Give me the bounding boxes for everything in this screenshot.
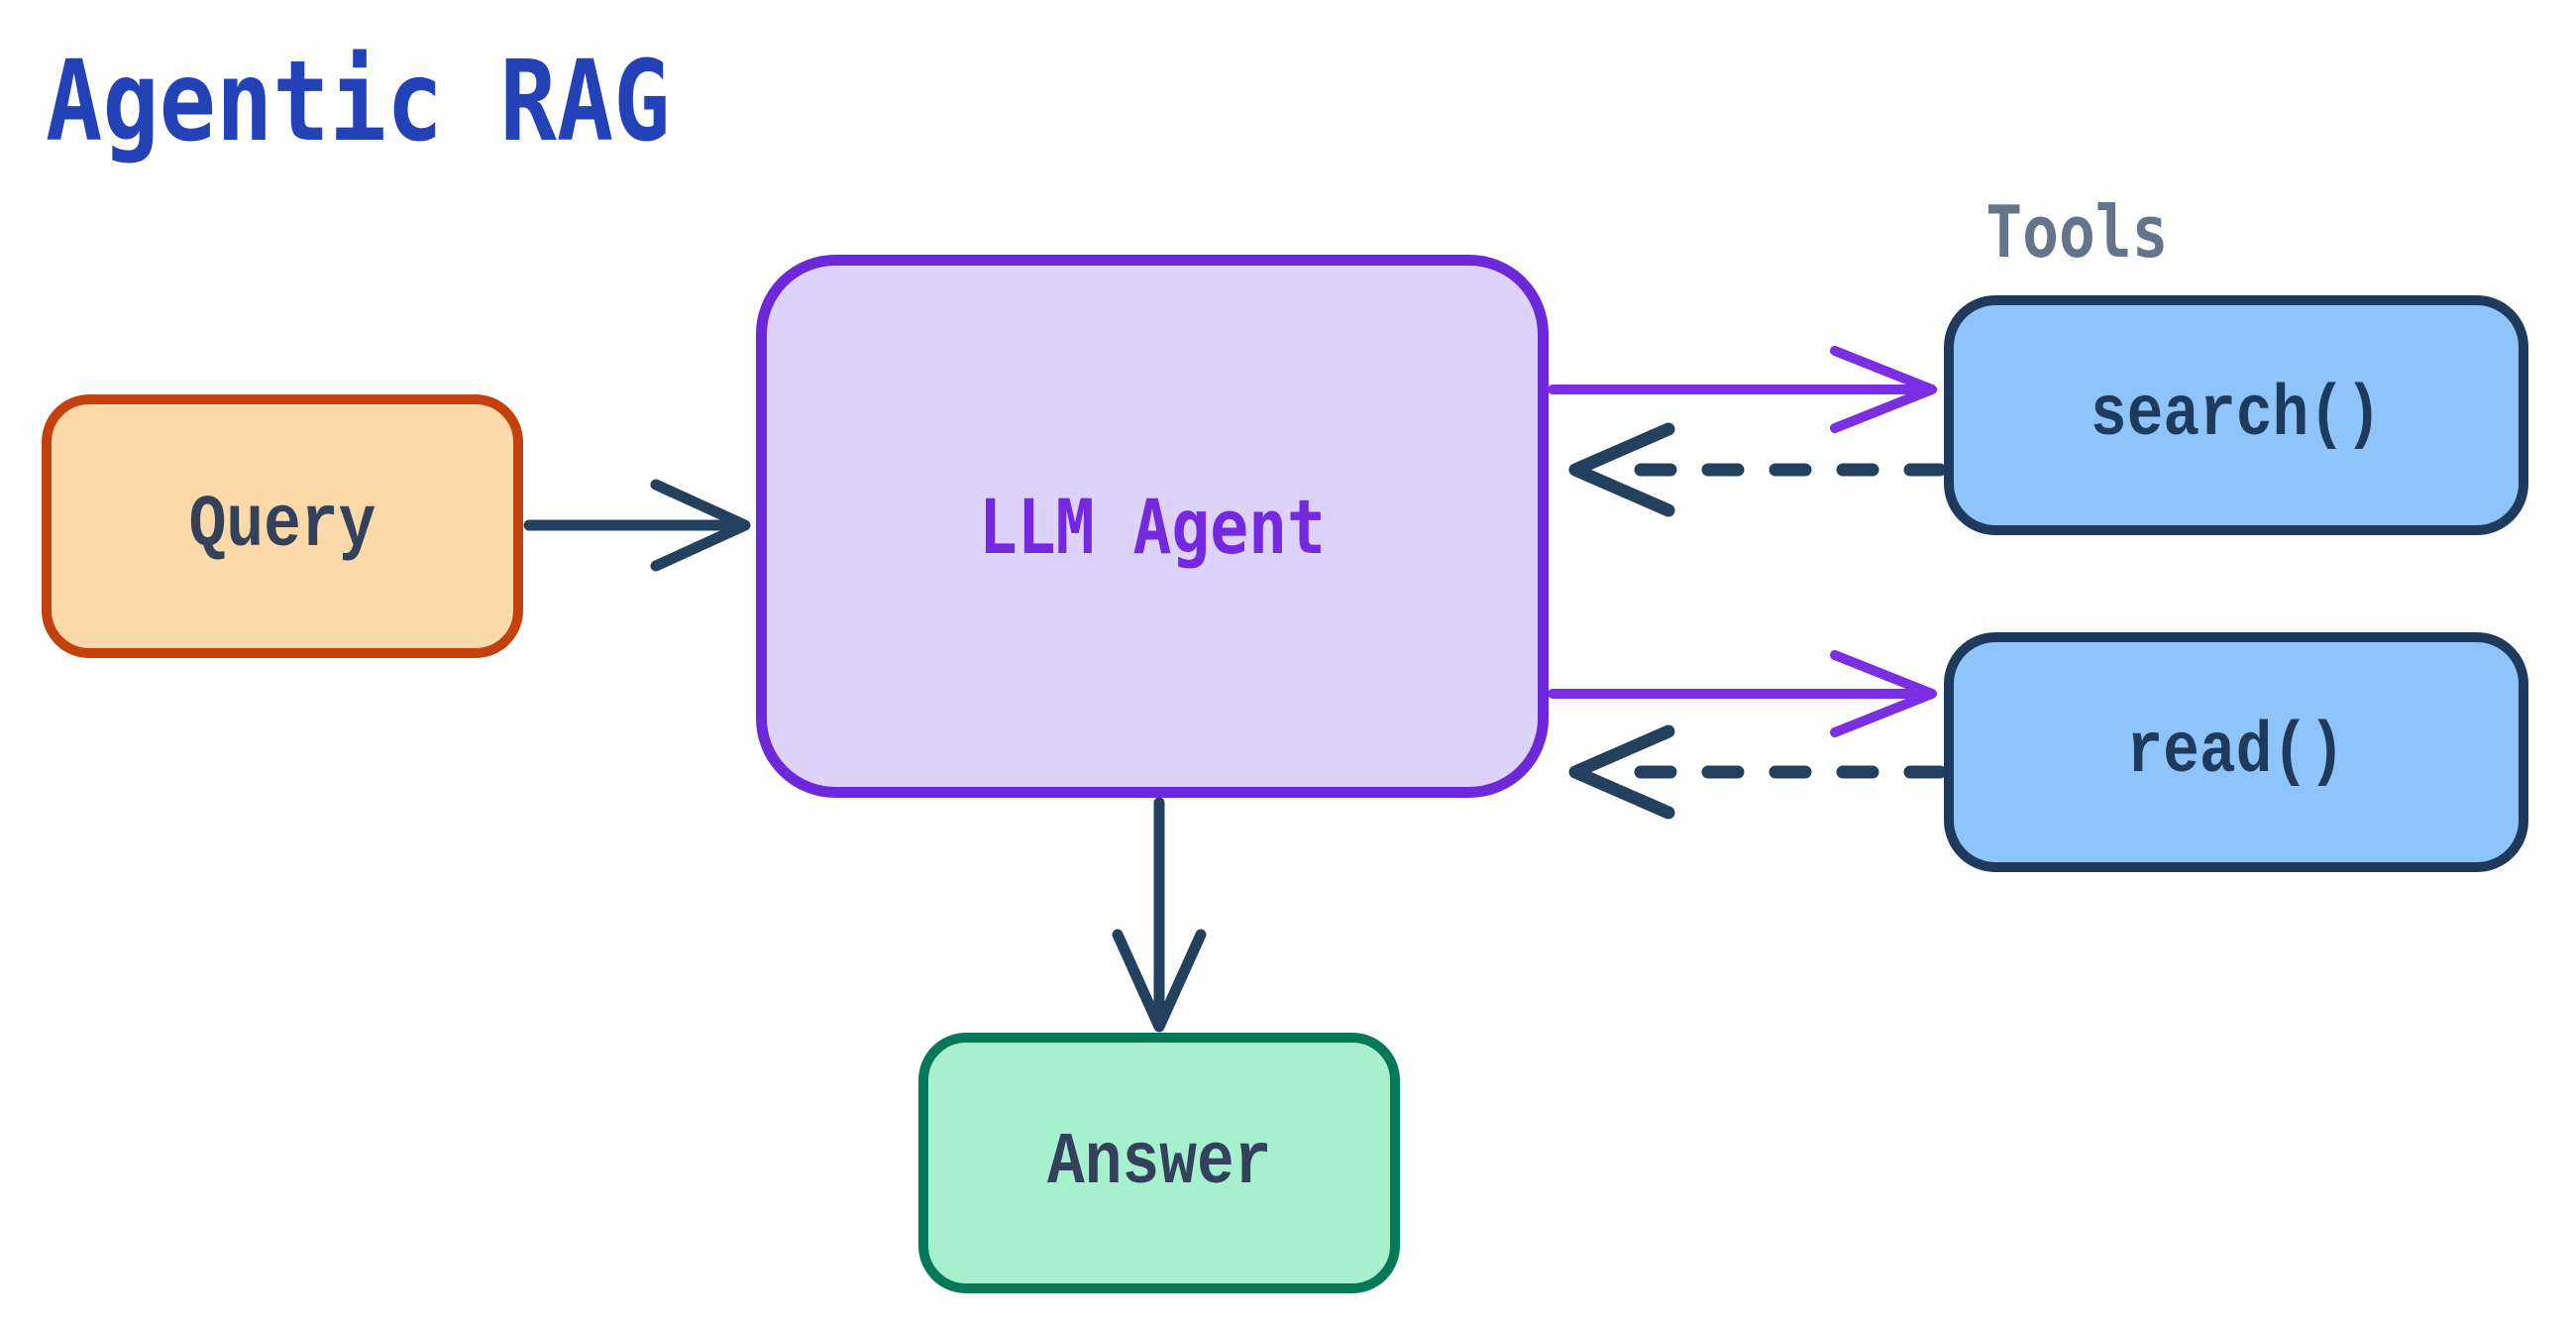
search-to-agent-arrow [1568,422,1947,517]
node-answer: Answer [918,1033,1400,1293]
node-query-label: Query [188,485,376,568]
read-to-agent-arrowhead-icon [1568,724,1675,820]
query-to-agent-arrowhead-icon [650,479,751,572]
node-llm-agent: LLM Agent [756,255,1549,798]
node-read-tool-label: read() [2126,712,2346,793]
query-to-agent-arrow [523,479,751,572]
tools-group-label-text: Tools [1986,190,2169,274]
search-to-agent-arrowhead-icon [1568,422,1675,517]
agent-to-read-arrowhead-icon [1830,650,1937,737]
node-read-tool: read() [1944,632,2528,872]
node-search-tool-label: search() [2091,375,2382,456]
agent-to-read-arrow [1548,650,1937,737]
agent-to-search-arrow [1548,346,1937,433]
agent-to-search-arrowhead-icon [1830,346,1937,433]
page-title-text: Agentic RAG [46,38,671,166]
node-answer-label: Answer [1046,1121,1272,1205]
node-llm-agent-label: LLM Agent [978,482,1327,571]
page-title: Agentic RAG [46,38,781,166]
node-search-tool: search() [1944,295,2528,535]
agent-to-answer-arrow [1112,797,1207,1033]
agent-to-answer-arrowhead-icon [1112,929,1207,1033]
node-query: Query [42,394,523,658]
tools-group-label: Tools [1970,190,2185,274]
read-to-agent-arrow [1568,724,1947,820]
